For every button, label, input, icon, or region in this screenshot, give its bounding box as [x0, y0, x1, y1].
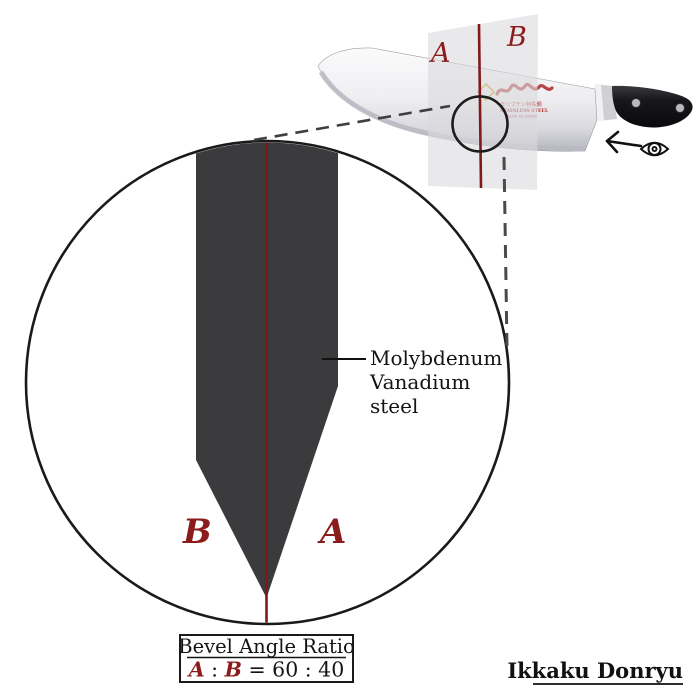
brand-name: Ikkaku Donryu — [507, 658, 683, 683]
ratio-value: = 60 : 40 — [248, 658, 344, 682]
callout-dashed-line-right — [502, 156, 509, 348]
plane-centerline — [477, 23, 483, 189]
ratio-separator: : — [211, 658, 224, 682]
magnifier-circle-outline — [24, 139, 511, 626]
bevel-ratio-box: Bevel Angle Ratio A : B = 60 : 40 — [178, 634, 355, 683]
bolster-highlight — [595, 84, 604, 121]
ratio-box-border — [179, 634, 354, 683]
handle-rivet-back — [675, 103, 685, 113]
cross-section-plane: A B — [428, 14, 538, 190]
brand-signature: Ikkaku Donryu — [507, 658, 683, 685]
bevel-label-b: B — [182, 512, 212, 552]
steel-label-line3: steel — [370, 394, 418, 418]
knife-handle — [612, 85, 693, 128]
ratio-box-title: Bevel Angle Ratio — [178, 635, 355, 658]
plane-surface — [428, 14, 538, 190]
ratio-b-label: B — [224, 658, 242, 682]
edge-highlight-circle — [451, 95, 509, 153]
magnified-cross-section: B A Molybdenum Vanadium steel — [24, 139, 511, 626]
ratio-value-line: A : B = 60 : 40 — [187, 658, 345, 682]
plane-label-a: A — [428, 38, 451, 69]
callout-dashed-line-top — [253, 104, 451, 142]
ratio-a-label: A — [187, 658, 205, 682]
view-direction-indicator — [605, 130, 670, 157]
steel-label: Molybdenum Vanadium steel — [369, 346, 502, 418]
plane-label-b: B — [506, 22, 527, 53]
magnification-callout — [253, 95, 509, 348]
bevel-label-a: A — [317, 512, 346, 552]
steel-label-line2: Vanadium — [369, 370, 470, 394]
handle-rivet-front — [631, 98, 641, 108]
eye-icon — [639, 141, 670, 157]
left-arrow-head — [605, 130, 620, 154]
left-arrow-icon — [605, 139, 643, 148]
steel-label-line1: Molybdenum — [370, 346, 502, 370]
